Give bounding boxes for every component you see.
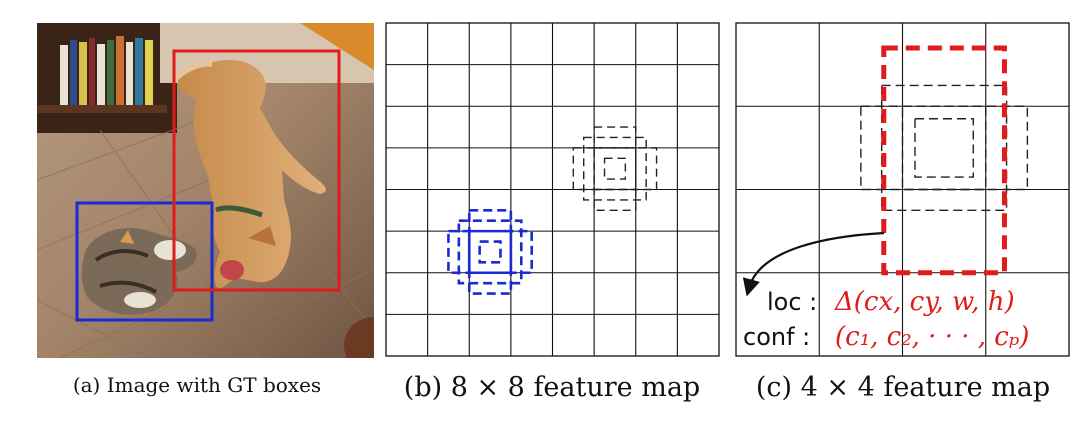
conf-label: conf :	[743, 323, 810, 351]
panel-c: loc : Δ(cx, cy, w, h) conf : (c₁, c₂, · …	[736, 23, 1069, 403]
cat-default-box	[480, 242, 501, 263]
loc-label: loc :	[767, 288, 817, 316]
default-box	[605, 158, 626, 179]
cat-default-box	[448, 231, 531, 273]
default-box	[882, 85, 1007, 210]
default-box	[915, 119, 973, 177]
default-box	[584, 137, 646, 199]
cat-default-box	[469, 210, 511, 293]
caption-a: (a) Image with GT boxes	[73, 373, 321, 397]
grid-8x8	[386, 23, 719, 356]
caption-c: (c) 4 × 4 feature map	[756, 372, 1050, 403]
default-box	[594, 127, 636, 210]
default-box	[594, 148, 636, 190]
panel-b: (b) 8 × 8 feature map	[386, 23, 719, 403]
loc-value: Δ(cx, cy, w, h)	[834, 287, 1015, 317]
panel-a: (a) Image with GT boxes	[37, 23, 404, 397]
cat-default-box	[469, 231, 511, 273]
dog-matched-default-box	[884, 48, 1005, 273]
default-boxes-4x4	[861, 48, 1028, 273]
caption-b: (b) 8 × 8 feature map	[404, 372, 700, 403]
arrow	[749, 233, 884, 288]
default-box	[573, 148, 656, 190]
conf-value: (c₁, c₂, · · · , cₚ)	[835, 322, 1029, 352]
